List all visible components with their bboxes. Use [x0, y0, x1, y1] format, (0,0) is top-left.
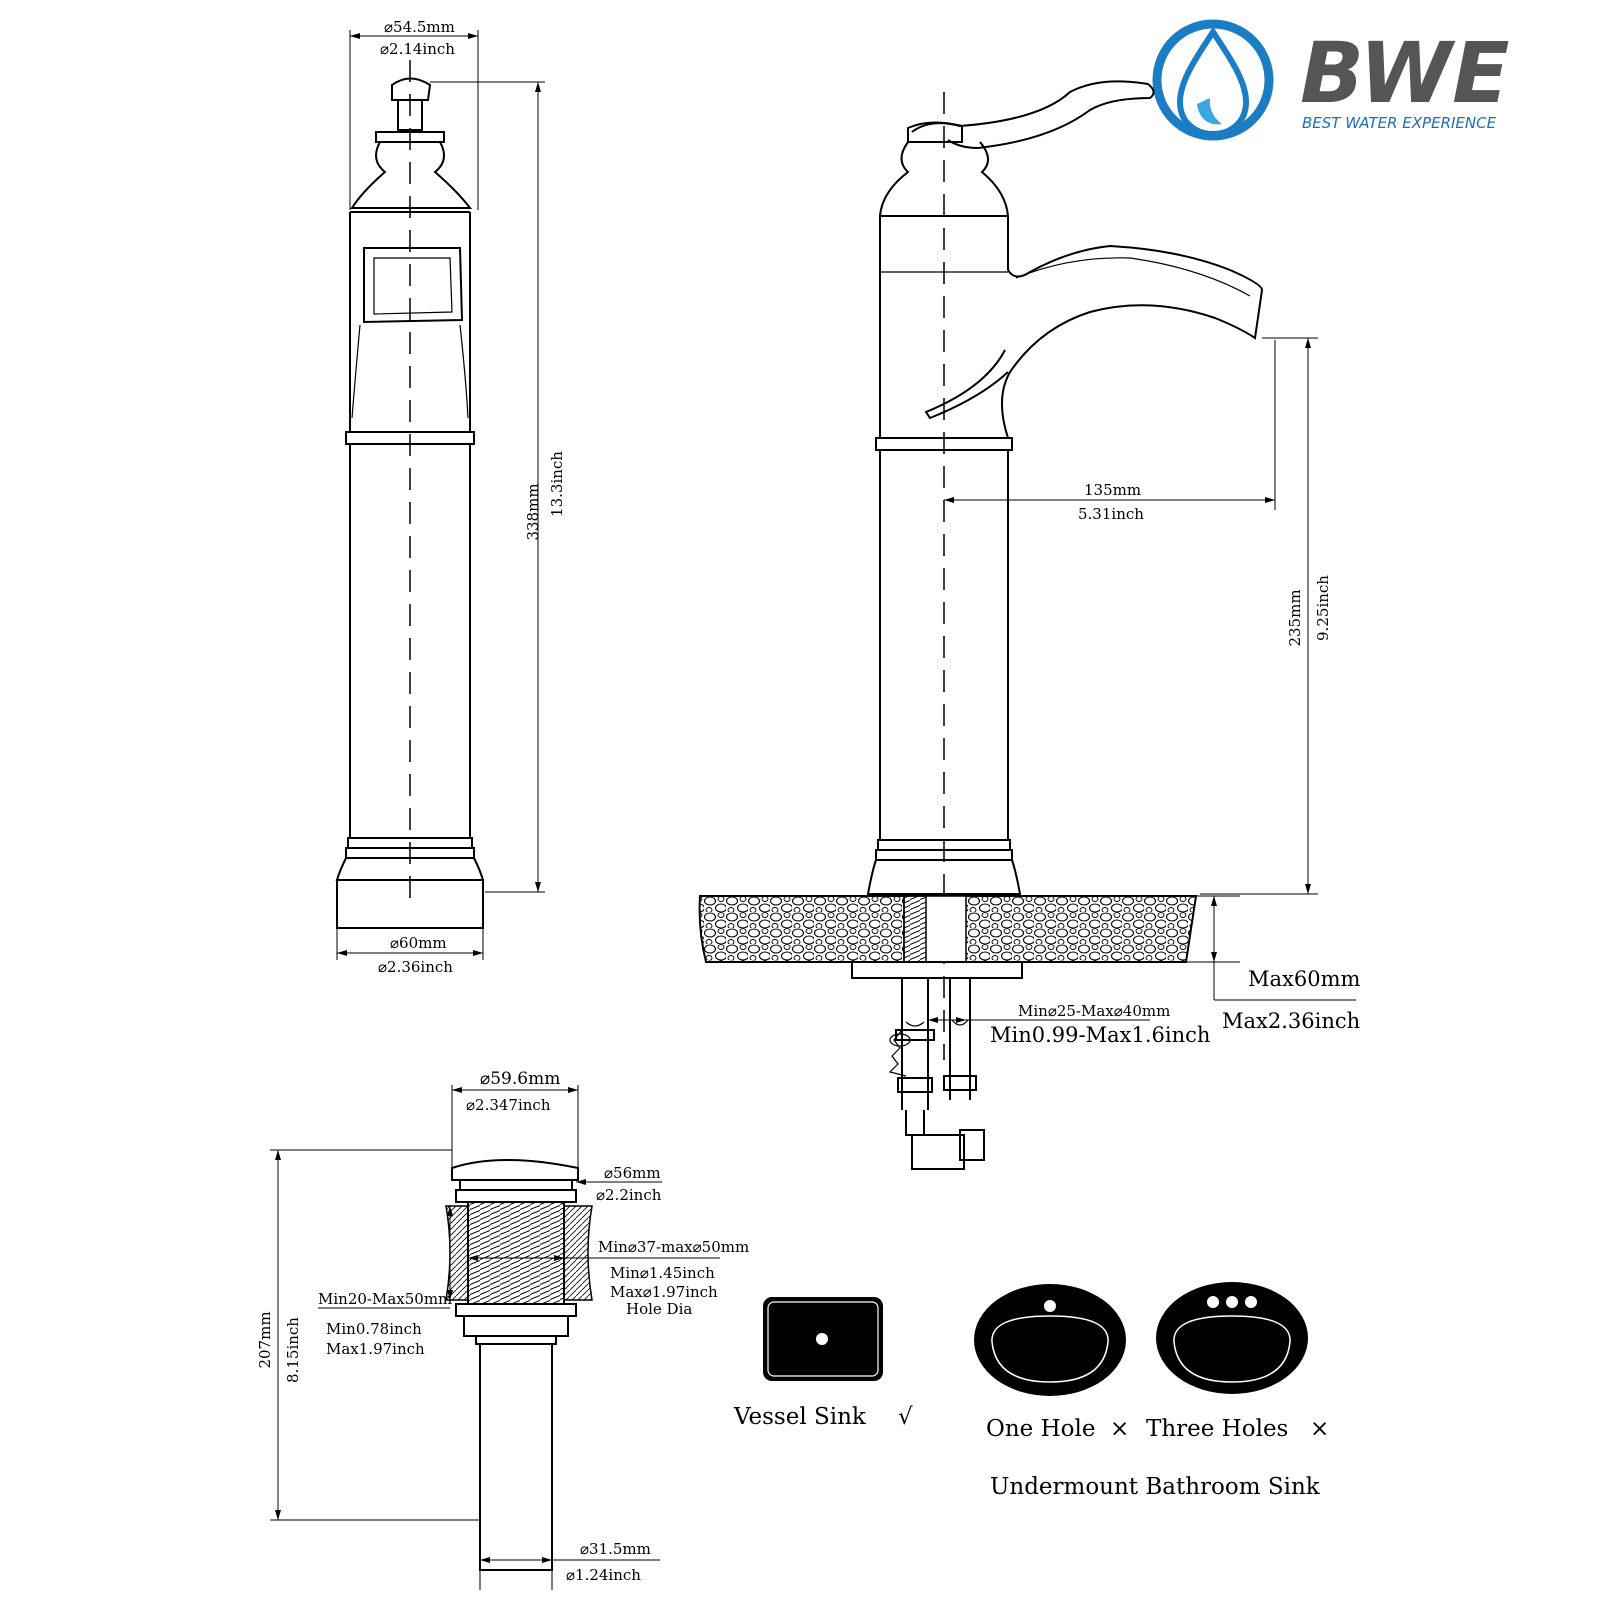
- front-reach-mm: 135mm: [1084, 481, 1141, 499]
- drain-hole-min-inch: Min⌀1.45inch: [610, 1264, 715, 1282]
- drain-flange-dia-mm: ⌀56mm: [604, 1164, 661, 1182]
- one-hole-label: One Hole: [986, 1416, 1095, 1442]
- vessel-sink-label: Vessel Sink: [733, 1404, 867, 1430]
- drain-pipe-dia-inch: ⌀1.24inch: [566, 1566, 641, 1584]
- drain-thickness-mm: Min20-Max50mm: [318, 1290, 452, 1308]
- front-deck-max-mm: Max60mm: [1248, 967, 1361, 991]
- pop-up-drain: ⌀59.6mm ⌀2.347inch ⌀56mm ⌀2.2inch Min⌀37…: [256, 1069, 749, 1590]
- drain-pipe-dia-mm: ⌀31.5mm: [580, 1540, 651, 1558]
- drain-cap-dia-mm: ⌀59.6mm: [480, 1069, 560, 1089]
- water-drop-icon: [1176, 26, 1250, 138]
- front-reach-inch: 5.31inch: [1078, 505, 1144, 523]
- side-top-dia-mm: ⌀54.5mm: [384, 18, 455, 36]
- front-deck-max-inch: Max2.36inch: [1222, 1009, 1360, 1033]
- one-hole-sink-icon: [974, 1284, 1126, 1396]
- side-height-mm: 338mm: [524, 483, 542, 540]
- drain-height-inch: 8.15inch: [284, 1317, 302, 1383]
- side-top-dia-inch: ⌀2.14inch: [380, 40, 455, 58]
- bwe-logo: BWE BEST WATER EXPERIENCE: [1152, 19, 1509, 141]
- faucet-front-view: 135mm 5.31inch 235mm 9.25inch Max60mm Ma…: [698, 80, 1361, 1170]
- undermount-sink-label: Undermount Bathroom Sink: [990, 1474, 1321, 1500]
- front-spout-height-mm: 235mm: [1286, 589, 1304, 646]
- front-hole-range-inch: Min0.99-Max1.6inch: [990, 1023, 1210, 1047]
- drain-height-mm: 207mm: [256, 1311, 274, 1368]
- drain-hole-range-mm: Min⌀37-max⌀50mm: [598, 1238, 749, 1256]
- vessel-sink-check-icon: √: [898, 1404, 913, 1430]
- drain-cap-dia-inch: ⌀2.347inch: [466, 1096, 551, 1114]
- front-spout-height-inch: 9.25inch: [1314, 575, 1332, 641]
- three-holes-cross-icon: ×: [1310, 1416, 1329, 1442]
- drain-hole-max-inch: Max⌀1.97inch: [610, 1283, 718, 1301]
- sink-compatibility: Vessel Sink √ One Hole × Three Holes × U…: [733, 1282, 1329, 1500]
- three-holes-label: Three Holes: [1146, 1416, 1288, 1442]
- drain-hole-label: Hole Dia: [626, 1300, 692, 1318]
- water-drop-highlight: [1197, 98, 1222, 125]
- one-hole-cross-icon: ×: [1110, 1416, 1129, 1442]
- side-height-inch: 13.3inch: [548, 451, 566, 517]
- drain-thickness-max-inch: Max1.97inch: [326, 1340, 425, 1358]
- front-hole-range-mm: Min⌀25-Max⌀40mm: [1018, 1002, 1170, 1020]
- three-holes-sink-icon: [1156, 1282, 1308, 1394]
- drain-flange-dia-inch: ⌀2.2inch: [596, 1186, 662, 1204]
- side-base-dia-mm: ⌀60mm: [390, 934, 447, 952]
- faucet-side-view: ⌀54.5mm ⌀2.14inch 338mm 13.3inch ⌀60mm ⌀…: [335, 18, 566, 976]
- side-base-dia-inch: ⌀2.36inch: [378, 958, 453, 976]
- drain-thickness-min-inch: Min0.78inch: [326, 1320, 422, 1338]
- brand-name: BWE: [1300, 24, 1509, 122]
- brand-tagline: BEST WATER EXPERIENCE: [1302, 114, 1497, 132]
